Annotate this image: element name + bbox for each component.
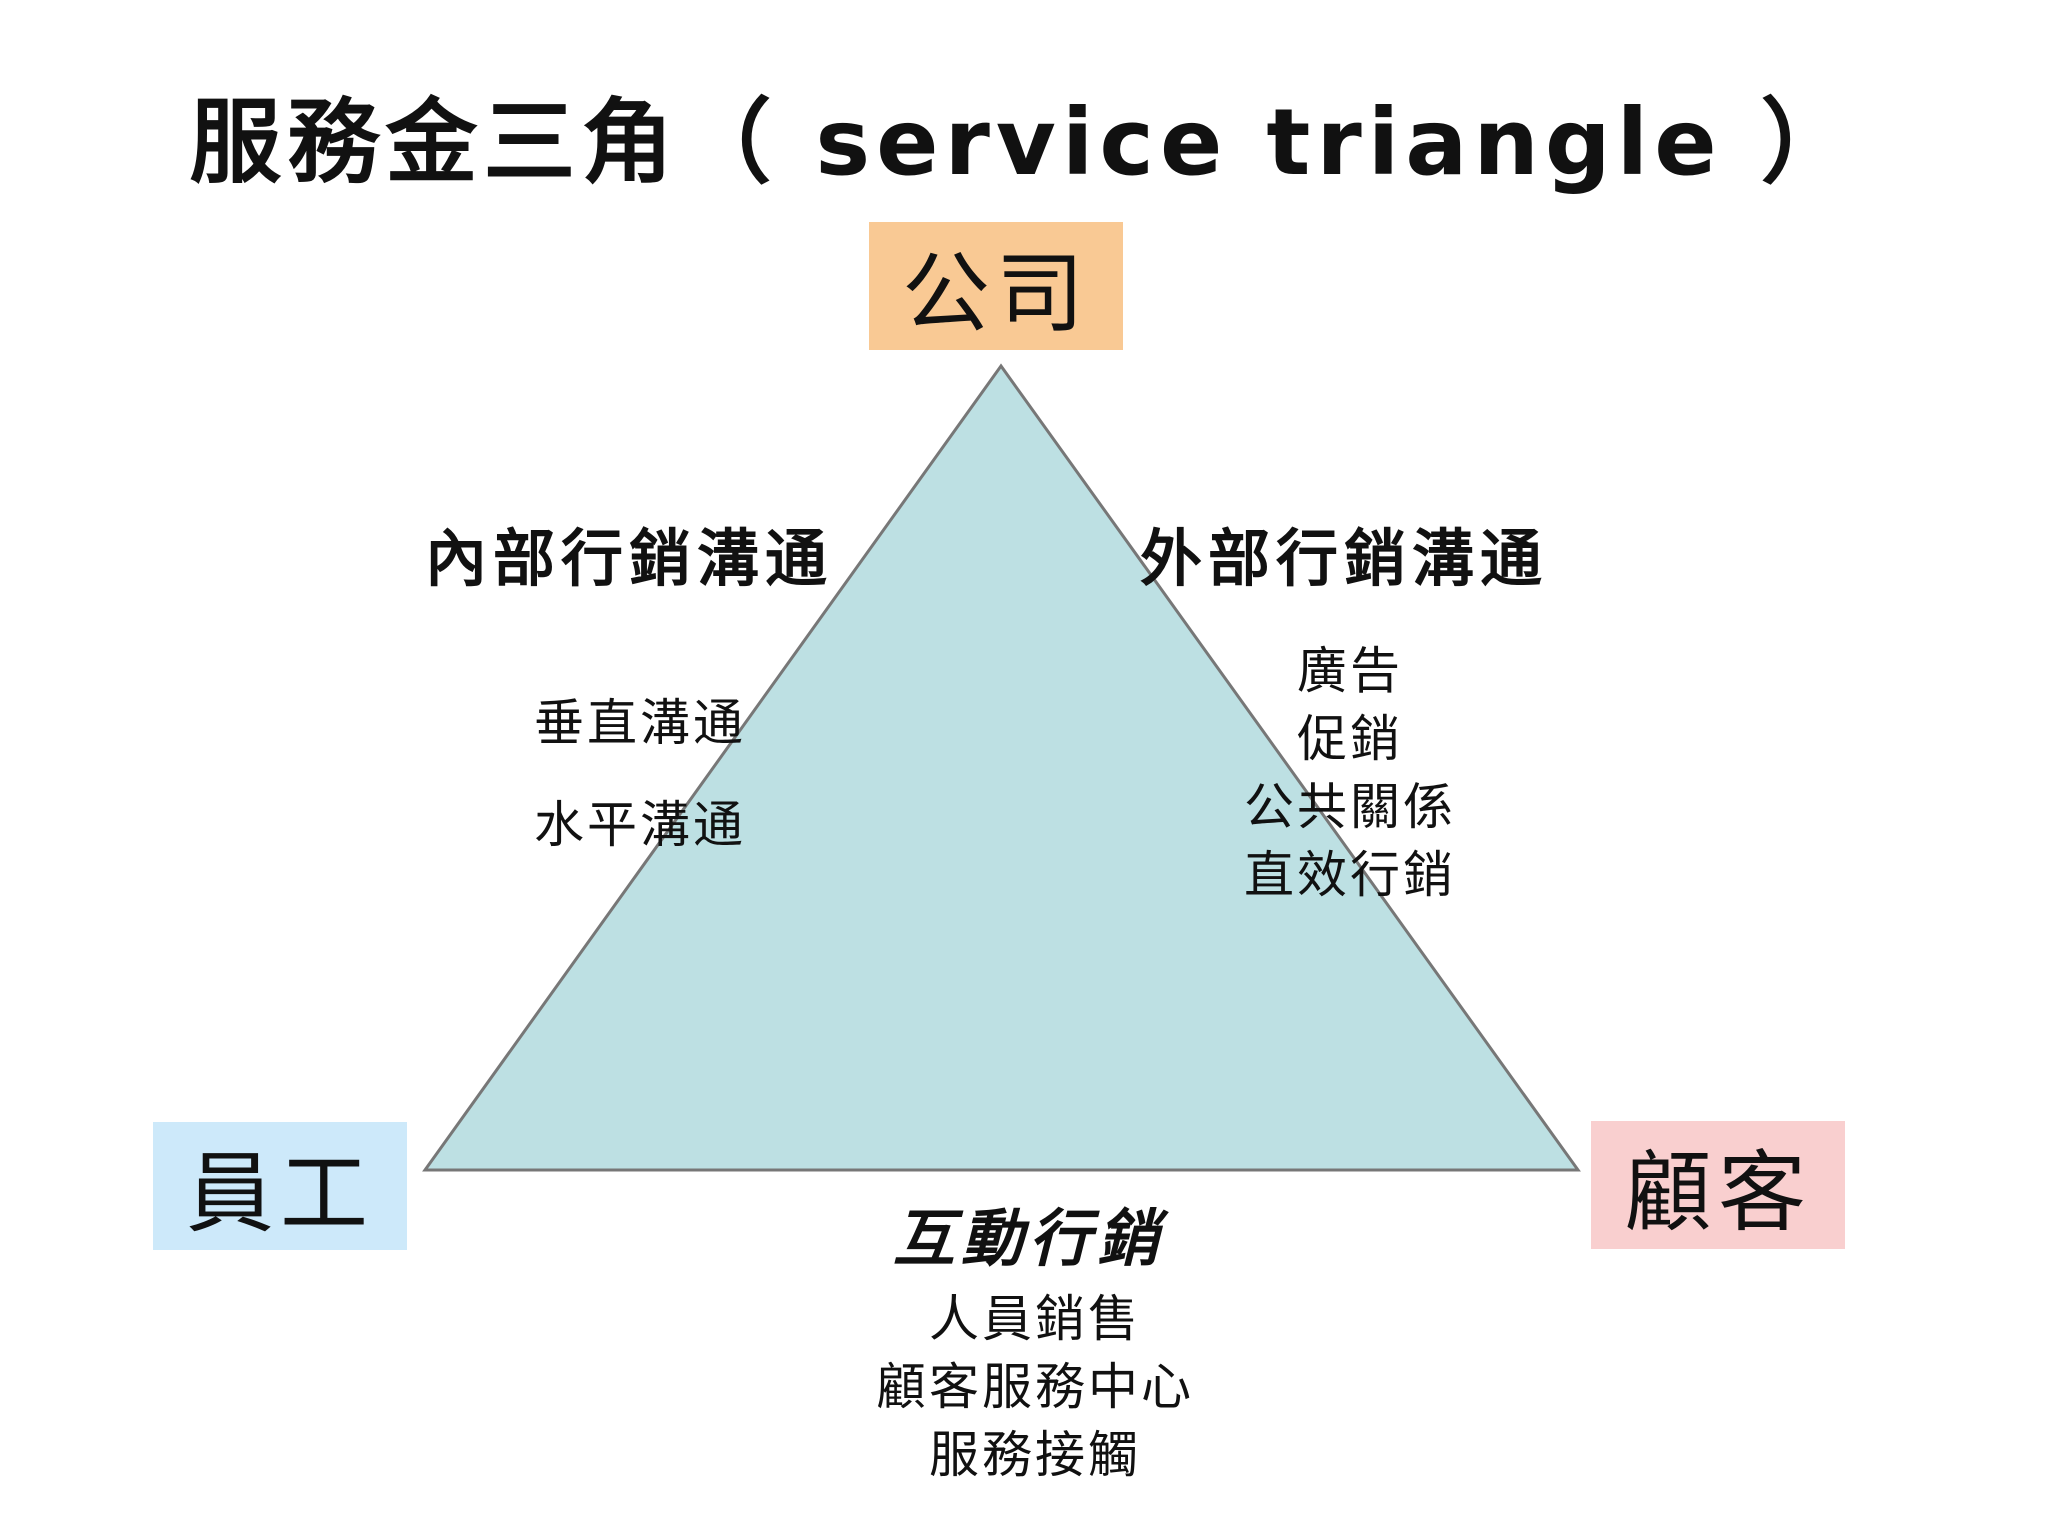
internal-marketing-title: 內部行銷溝通 [425, 522, 834, 595]
interactive-item-service-encounter: 服務接觸 [929, 1426, 1141, 1484]
interactive-item-service-center: 顧客服務中心 [876, 1358, 1194, 1416]
interactive-marketing-title: 互動行銷 [893, 1202, 1166, 1275]
external-item-public-relations: 公共關係 [1244, 778, 1456, 836]
node-customer: 顧客 [1591, 1121, 1845, 1249]
external-item-direct-marketing: 直效行銷 [1244, 846, 1456, 904]
service-triangle-shape [422, 363, 1581, 1172]
node-company: 公司 [869, 222, 1123, 350]
interactive-item-personal-selling: 人員銷售 [929, 1290, 1141, 1348]
node-employee: 員工 [153, 1122, 407, 1250]
external-item-advertising: 廣告 [1297, 642, 1403, 700]
page-title: 服務金三角（ service triangle ） [189, 89, 1859, 196]
internal-item-vertical: 垂直溝通 [534, 694, 746, 752]
external-item-promotion: 促銷 [1297, 710, 1403, 768]
internal-item-horizontal: 水平溝通 [534, 796, 746, 854]
external-marketing-title: 外部行銷溝通 [1140, 522, 1549, 595]
